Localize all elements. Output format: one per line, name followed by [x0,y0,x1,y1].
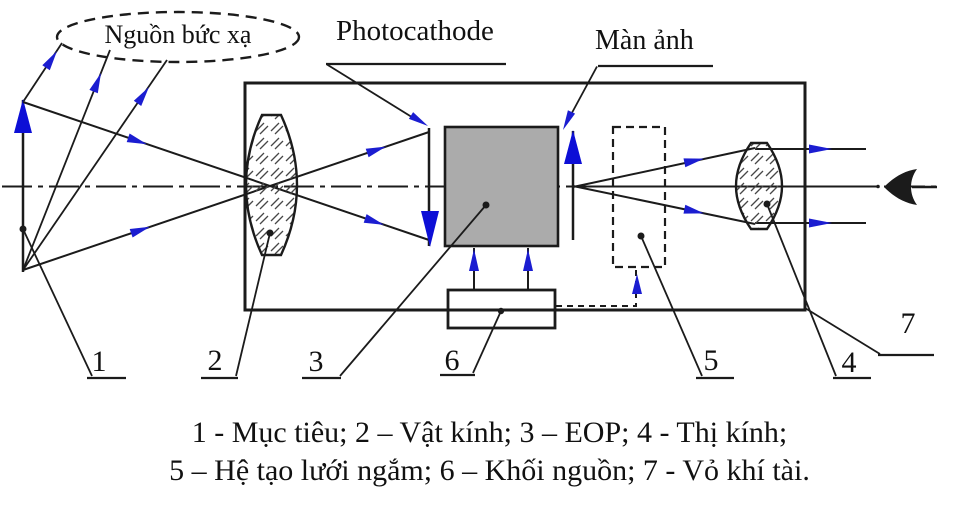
callout-number-3: 3 [308,345,324,378]
screen-label: Màn ảnh [595,25,694,56]
eyepiece-lens [734,141,784,231]
ray-arrowhead [809,144,832,154]
ray-arrowhead [89,73,101,94]
object-rays [22,101,430,271]
caption-line-2: 5 – Hệ tạo lưới ngắm; 6 – Khối nguồn; 7 … [169,454,810,487]
inverted-image-arrow-down [421,211,439,247]
photocathode-label: Photocathode [336,15,494,47]
eop-box [443,125,560,248]
caption-line-1: 1 - Mục tiêu; 2 – Vật kính; 3 – EOP; 4 -… [191,416,788,449]
source-ellipse [55,10,301,64]
power-arrow-up [523,249,533,271]
callout-number-1: 1 [91,345,107,378]
power-arrowheads [469,249,533,271]
callout-leaders [22,203,934,380]
power-box [446,288,557,330]
callout-number-2: 2 [207,344,223,377]
photocathode-leader [326,62,506,126]
power-arrow-up [469,249,479,271]
leader-arrowhead [563,110,576,130]
ray-arrowhead [683,158,704,168]
reticle-connector [556,268,642,307]
eye-symbol [876,169,937,205]
screen-image-arrow-up [564,130,582,164]
ray-arrowhead [365,146,386,158]
screen-ray-arrowheads [683,158,704,214]
ray-arrowhead [42,51,57,71]
callout-number-4: 4 [841,346,857,379]
exit-rays [573,148,866,224]
ray-arrowhead [133,87,149,106]
objective-lens [244,113,299,257]
reticle-box [611,125,667,269]
object-ray-arrowheads [126,133,386,238]
callout-number-5: 5 [703,344,719,377]
source-rays [22,42,168,271]
ray-arrowhead [129,226,150,238]
leader-arrowhead [408,112,428,126]
photocathode-plane [421,128,439,247]
ray-arrowhead [809,218,832,228]
ray-arrowhead [126,133,147,145]
callout-number-6: 6 [444,344,460,377]
radiation-source-label: Nguồn bức xạ [104,20,252,49]
ray-arrowhead [683,204,704,214]
exit-ray-arrowheads [809,144,832,228]
connector-arrow-up [632,274,642,294]
callout-number-7: 7 [900,307,916,340]
source-ray-arrowheads [42,51,149,106]
ray-arrowhead [363,214,384,225]
screen-leader [563,64,713,130]
object-arrow-up [14,99,32,133]
housing-box [243,81,807,312]
power-connections [473,248,529,290]
callout-anchor-dots [266,200,771,315]
